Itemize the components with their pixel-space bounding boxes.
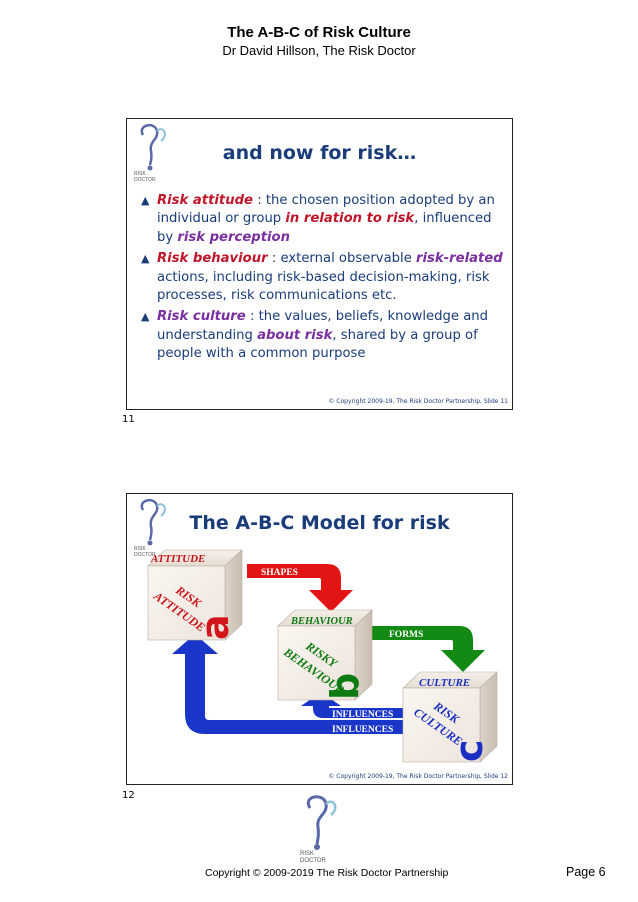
text: , shared by a group of people with a com… <box>157 327 478 362</box>
label-shapes: SHAPES <box>261 568 298 578</box>
text: : the chosen position adopted by an indi… <box>157 193 495 227</box>
bullet-risk-behaviour: ▲ Risk behaviour : external observable r… <box>139 250 509 305</box>
bullet-risk-attitude: ▲ Risk attitude : the chosen position ad… <box>139 192 509 247</box>
risk-doctor-footer-logo-icon: RISK DOCTOR <box>300 795 337 864</box>
bullet-risk-culture: ▲ Risk culture : the values, beliefs, kn… <box>139 308 509 363</box>
logo-text-risk: RISK <box>134 171 146 177</box>
slide-title: and now for risk… <box>222 142 417 164</box>
text: : the values, beliefs, knowledge and und… <box>157 309 489 343</box>
label-culture: CULTURE <box>419 677 470 689</box>
slide-11: RISK DOCTOR and now for risk… ▲ Risk att… <box>126 118 513 410</box>
svg-text:RISK: RISK <box>300 851 314 857</box>
text: actions, including risk-based decision-m… <box>157 269 490 304</box>
slide-number: 11 <box>122 414 135 425</box>
shapes-arrow <box>247 564 353 612</box>
slide-copyright: © Copyright 2009-19, The Risk Doctor Par… <box>328 398 508 405</box>
cube-a-letter: a <box>193 614 237 640</box>
svg-text:DOCTOR: DOCTOR <box>134 552 156 558</box>
text: , influenced by <box>157 211 492 245</box>
svg-text:DOCTOR: DOCTOR <box>300 858 327 864</box>
text: : external observable <box>267 251 416 267</box>
cube-behaviour <box>277 609 373 701</box>
risk-doctor-logo-icon: RISK DOCTOR <box>134 123 166 183</box>
influences-arrow-to-attitude <box>172 634 403 734</box>
term: Risk attitude <box>157 193 253 208</box>
forms-arrow <box>371 626 485 672</box>
term: Risk culture <box>157 309 246 325</box>
document-subtitle: Dr David Hillson, The Risk Doctor <box>222 43 416 58</box>
emphasis: risk-related <box>416 251 503 267</box>
slide-title: The A-B-C Model for risk <box>189 512 450 534</box>
emphasis: about risk <box>257 327 333 343</box>
triangle-bullet-icon: ▲ <box>141 194 150 207</box>
abc-model-diagram: ATTITUDE RISK ATTITUDE a BEHAVIOUR RISKY… <box>147 549 498 763</box>
document-title: The A-B-C of Risk Culture <box>227 24 411 41</box>
slide-number: 12 <box>122 790 135 801</box>
label-attitude: ATTITUDE <box>150 553 205 565</box>
emphasis: risk perception <box>177 229 290 245</box>
logo-text-doctor: DOCTOR <box>134 177 156 183</box>
bullet-list: ▲ Risk attitude : the chosen position ad… <box>139 192 509 367</box>
label-behaviour: BEHAVIOUR <box>290 616 353 627</box>
cube-b-letter: b <box>323 673 367 700</box>
risk-doctor-logo-icon: RISK DOCTOR <box>134 498 166 558</box>
cube-c-letter: c <box>447 739 491 762</box>
label-forms: FORMS <box>389 630 423 640</box>
term: Risk behaviour <box>157 251 268 267</box>
triangle-bullet-icon: ▲ <box>141 310 150 324</box>
cube-culture <box>402 671 498 763</box>
cube-attitude <box>147 549 243 641</box>
triangle-bullet-icon: ▲ <box>141 252 150 266</box>
footer-copyright: Copyright © 2009-2019 The Risk Doctor Pa… <box>205 867 449 879</box>
page-number: Page 6 <box>566 865 606 879</box>
slide-12: RISK DOCTOR The A-B-C Model for risk <box>126 493 513 785</box>
label-influences-1: INFLUENCES <box>332 710 393 720</box>
svg-text:RISK: RISK <box>134 546 146 552</box>
label-influences-2: INFLUENCES <box>332 725 393 735</box>
emphasis: in relation to risk <box>285 211 415 227</box>
slide-copyright: © Copyright 2009-19, The Risk Doctor Par… <box>328 773 508 780</box>
